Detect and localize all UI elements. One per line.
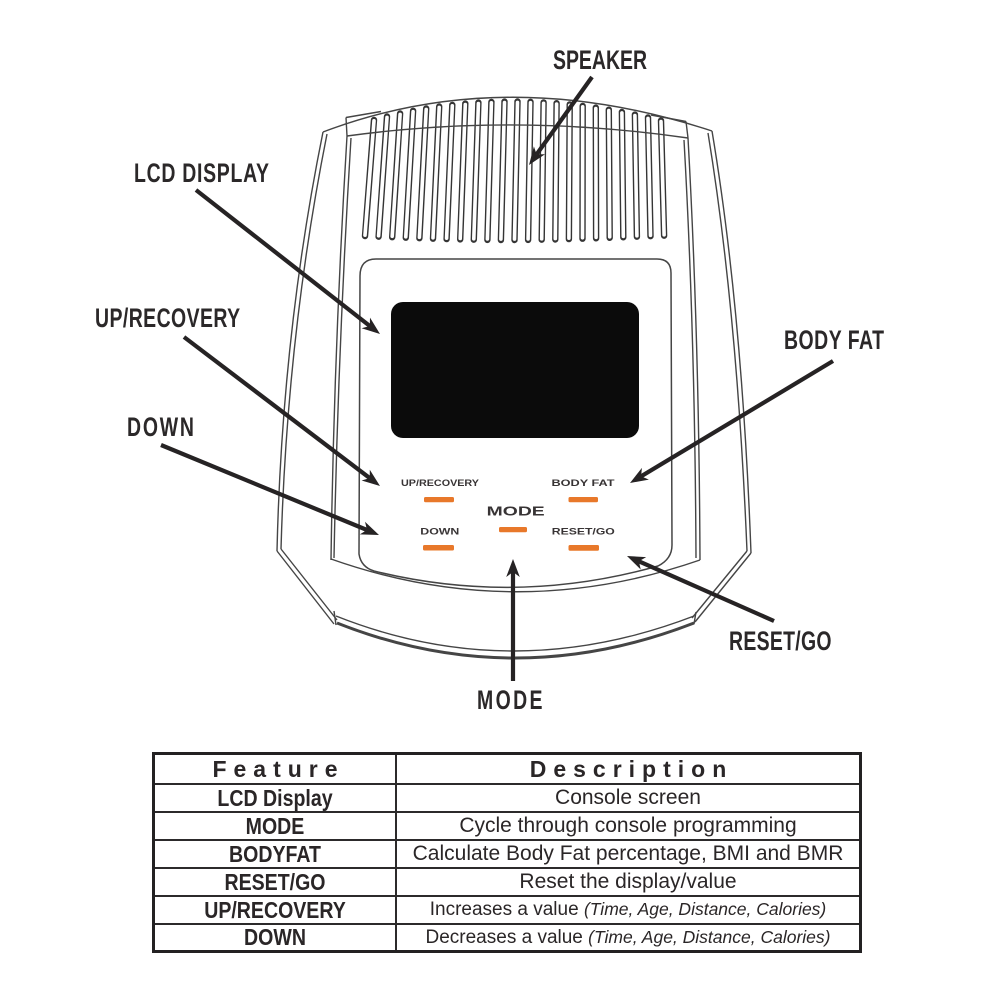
svg-text:UP/RECOVERY: UP/RECOVERY xyxy=(401,478,479,488)
svg-text:DOWN: DOWN xyxy=(420,526,459,536)
svg-text:MODE: MODE xyxy=(487,504,545,519)
svg-text:RESET/GO: RESET/GO xyxy=(552,527,615,537)
svg-text:BODY FAT: BODY FAT xyxy=(552,478,616,488)
